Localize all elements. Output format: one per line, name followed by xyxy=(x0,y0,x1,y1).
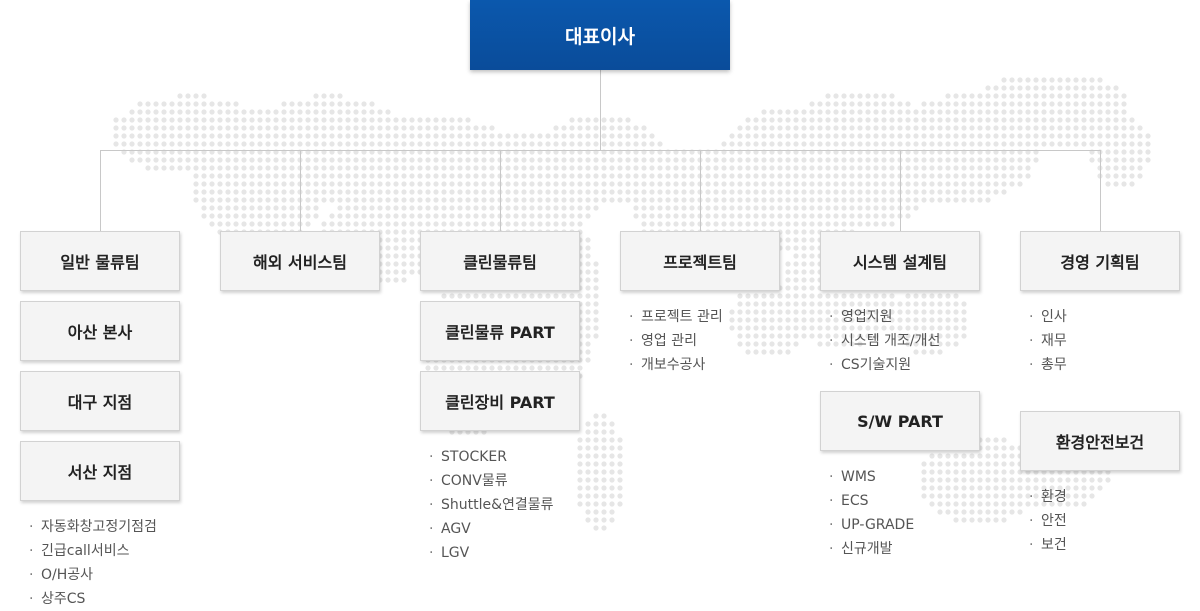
list-item: UP-GRADE xyxy=(829,513,914,537)
list-item: 상주CS xyxy=(29,587,157,611)
sub-sw-part: S/W PART xyxy=(820,391,980,451)
list-item: 자동화창고정기점검 xyxy=(29,515,157,539)
team-clean-logistics: 클린물류팀 xyxy=(420,231,580,291)
sub-env-safety-health: 환경안전보건 xyxy=(1020,411,1180,471)
list-item: STOCKER xyxy=(429,445,554,469)
list-item: LGV xyxy=(429,541,554,565)
team-overseas-service: 해외 서비스팀 xyxy=(220,231,380,291)
team-general-logistics: 일반 물류팀 xyxy=(20,231,180,291)
sub-daegu-branch: 대구 지점 xyxy=(20,371,180,431)
sub-clean-equipment-part: 클린장비 PART xyxy=(420,371,580,431)
list-item: 재무 xyxy=(1029,329,1067,353)
list-item: ECS xyxy=(829,489,914,513)
list-item: 환경 xyxy=(1029,485,1067,509)
planning-duties-list: 인사 재무 총무 xyxy=(1029,305,1067,377)
list-item: WMS xyxy=(829,465,914,489)
list-item: Shuttle&연결물류 xyxy=(429,493,554,517)
team-system-design: 시스템 설계팀 xyxy=(820,231,980,291)
team-management-planning: 경영 기획팀 xyxy=(1020,231,1180,291)
list-item: 총무 xyxy=(1029,353,1067,377)
list-item: 영업지원 xyxy=(829,305,940,329)
list-item: 개보수공사 xyxy=(629,353,723,377)
list-item: CS기술지원 xyxy=(829,353,940,377)
list-item: CONV물류 xyxy=(429,469,554,493)
sub-seosan-branch: 서산 지점 xyxy=(20,441,180,501)
general-duties-list: 자동화창고정기점검 긴급call서비스 O/H공사 상주CS xyxy=(29,515,157,611)
list-item: 보건 xyxy=(1029,533,1067,557)
list-item: 인사 xyxy=(1029,305,1067,329)
ceo-box: 대표이사 xyxy=(470,0,730,70)
sub-clean-logistics-part: 클린물류 PART xyxy=(420,301,580,361)
list-item: 긴급call서비스 xyxy=(29,539,157,563)
list-item: AGV xyxy=(429,517,554,541)
list-item: 시스템 개조/개선 xyxy=(829,329,940,353)
list-item: 신규개발 xyxy=(829,537,914,561)
sw-part-duties-list: WMS ECS UP-GRADE 신규개발 xyxy=(829,465,914,561)
project-duties-list: 프로젝트 관리 영업 관리 개보수공사 xyxy=(629,305,723,377)
list-item: 영업 관리 xyxy=(629,329,723,353)
sub-asan-hq: 아산 본사 xyxy=(20,301,180,361)
list-item: 프로젝트 관리 xyxy=(629,305,723,329)
system-duties-list: 영업지원 시스템 개조/개선 CS기술지원 xyxy=(829,305,940,377)
team-project: 프로젝트팀 xyxy=(620,231,780,291)
list-item: 안전 xyxy=(1029,509,1067,533)
env-safety-duties-list: 환경 안전 보건 xyxy=(1029,485,1067,557)
list-item: O/H공사 xyxy=(29,563,157,587)
clean-duties-list: STOCKER CONV물류 Shuttle&연결물류 AGV LGV xyxy=(429,445,554,565)
